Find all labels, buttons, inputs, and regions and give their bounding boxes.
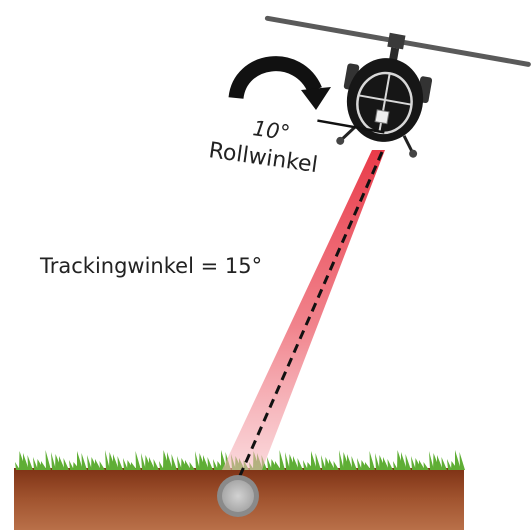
grass-blade: [393, 461, 398, 470]
grass-blade: [351, 456, 357, 470]
grass-blade: [81, 453, 87, 470]
grass-blade: [63, 458, 69, 470]
grass-blade: [117, 456, 123, 470]
grass-blade: [311, 451, 317, 470]
grass-blade: [213, 459, 218, 470]
grass-blade: [123, 458, 128, 470]
grass-blade: [357, 458, 362, 470]
grass-blade: [87, 455, 92, 470]
grass-blade: [95, 459, 101, 470]
grass-blade: [177, 456, 182, 470]
grass-blade: [135, 451, 141, 470]
grass-blade: [189, 462, 195, 470]
grass-blade: [33, 457, 38, 470]
grass-blade: [329, 459, 335, 470]
grass-blade: [77, 451, 83, 470]
grass-blade: [297, 458, 303, 470]
grass-blade: [59, 456, 65, 470]
grass-blade: [369, 451, 375, 470]
grass-blade: [321, 455, 326, 470]
grass-blade: [171, 454, 177, 470]
grass-blade: [105, 450, 110, 470]
grass-blade: [41, 461, 47, 470]
grass-blade: [27, 455, 33, 470]
grass-blade: [99, 461, 105, 470]
grass-blade: [387, 459, 393, 470]
grass-blade: [429, 451, 434, 470]
grass-blade: [383, 457, 389, 470]
grass-blade: [159, 461, 164, 470]
grass-blade: [419, 460, 425, 470]
grass-blade: [347, 454, 353, 470]
curved-arrow-icon: [228, 56, 331, 110]
grass-blade: [333, 461, 339, 470]
grass-blade: [303, 460, 308, 470]
grass-blade: [275, 461, 281, 470]
grass-blade: [15, 462, 20, 470]
grass-blade: [459, 452, 465, 470]
grass-blade: [437, 455, 443, 470]
grass-blade: [131, 462, 137, 470]
grass-blade: [69, 460, 74, 470]
grass-blade: [293, 456, 299, 470]
roll-angle-label: Rollwinkel: [207, 138, 319, 178]
helicopter-icon: [264, 15, 531, 158]
grass-blade: [375, 453, 380, 470]
tracking-angle-label: Trackingwinkel = 15°: [39, 254, 262, 278]
grass-blade: [185, 460, 191, 470]
pipe-cross-section-icon: [217, 475, 259, 517]
grass-blade: [405, 454, 411, 470]
grass-blade: [455, 450, 461, 470]
grass-blade: [167, 452, 173, 470]
grass-blade: [207, 457, 213, 470]
grass-blade: [149, 457, 155, 470]
grass-blade: [411, 456, 416, 470]
grass-blade: [153, 459, 159, 470]
grass-blade: [113, 454, 119, 470]
grass-blade: [285, 452, 290, 470]
grass-blade: [279, 450, 285, 470]
grass-blade: [339, 450, 344, 470]
grass-blade: [365, 462, 371, 470]
grass-blade: [195, 451, 200, 470]
grass-blade: [267, 457, 272, 470]
grass-blade: [203, 455, 209, 470]
grass-blade: [23, 453, 29, 470]
laser-beam: [222, 150, 385, 470]
roll-angle-value: 10°: [251, 116, 291, 145]
grass-blade: [401, 452, 407, 470]
grass-blade: [447, 459, 452, 470]
grass-blade: [141, 453, 146, 470]
grass-blade: [423, 462, 429, 470]
grass-blade: [441, 457, 447, 470]
grass-blade: [315, 453, 321, 470]
grass-blade: [45, 450, 51, 470]
grass-blade: [51, 452, 56, 470]
